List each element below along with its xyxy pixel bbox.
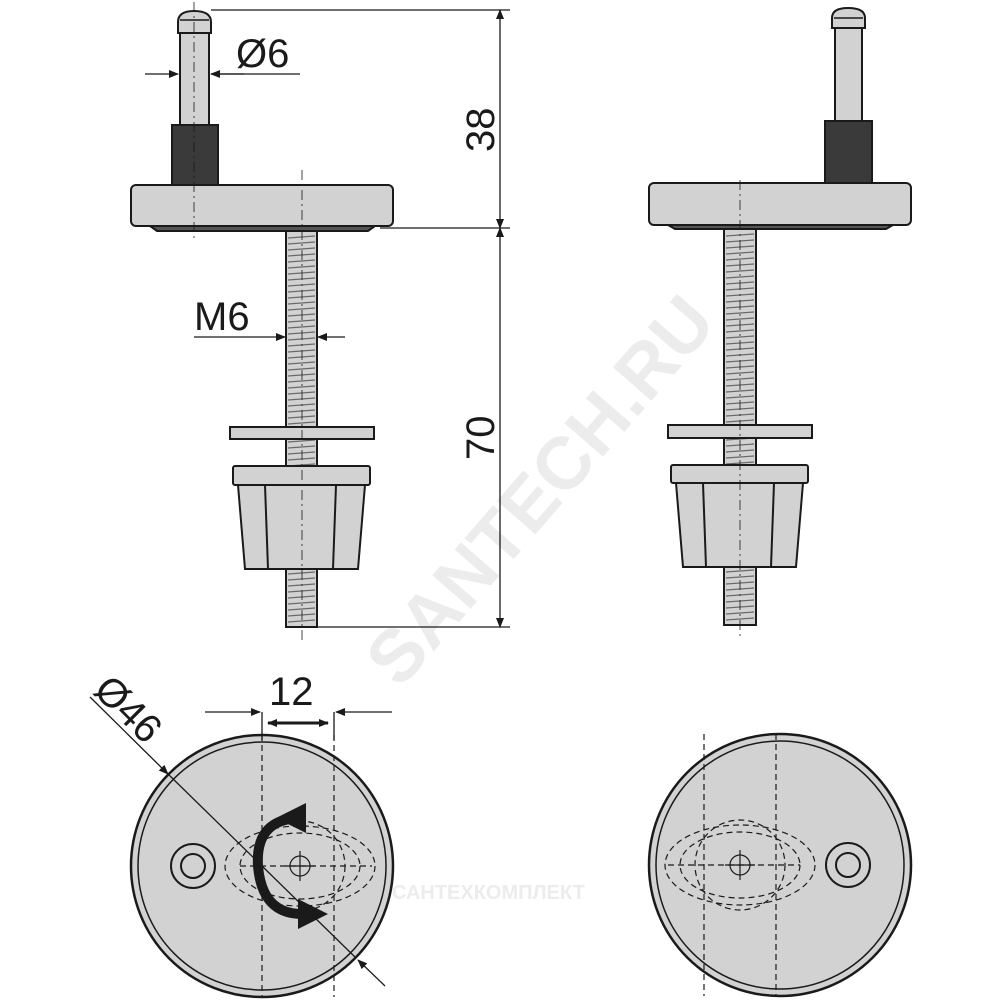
left-base-plate: [130, 184, 394, 227]
left-pin-shaft: [179, 32, 210, 126]
label-adjust-range: 12: [269, 670, 314, 714]
right-nut-top: [670, 464, 809, 484]
left-dark-sleeve: [171, 124, 219, 186]
watermark-main: SANTECH.RU: [349, 280, 730, 701]
right-bolt-assembly: [648, 6, 912, 640]
right-dark-sleeve: [824, 120, 873, 184]
label-base-diameter: Ø46: [86, 667, 171, 752]
left-bolt-assembly: [130, 2, 394, 640]
watermark-company: САНТЕХКОМПЛЕКТ: [392, 882, 585, 904]
rotation-arrow-icon: [252, 802, 328, 929]
left-nut-body: [236, 484, 367, 570]
left-pin-hole-inner: [180, 853, 206, 879]
right-pin-hole-inner: [835, 852, 861, 878]
label-pin-height: 38: [459, 108, 503, 153]
dimension-base-diameter: [89, 696, 386, 987]
left-nut-top: [232, 465, 371, 486]
right-nut-body: [674, 482, 805, 568]
dimension-adjust-range: [205, 708, 392, 740]
right-base-plate: [648, 182, 912, 226]
left-pin-head: [177, 9, 212, 34]
right-top-view: [647, 732, 913, 998]
dimension-bolt-length: [318, 227, 510, 628]
right-pin-shaft: [834, 27, 863, 122]
dimension-pin-height: [211, 8, 510, 229]
label-bolt-length: 70: [459, 416, 503, 461]
label-thread: M6: [194, 295, 250, 339]
label-pin-diameter: Ø6: [236, 32, 289, 76]
